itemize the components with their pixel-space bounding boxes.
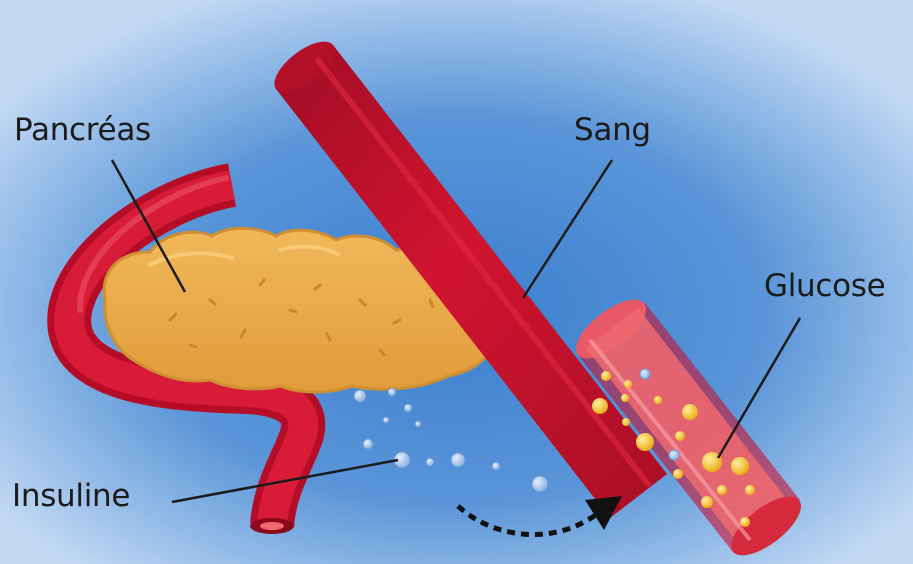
insulin-label: Insuline	[12, 478, 130, 514]
blood-label: Sang	[574, 112, 651, 148]
pancreas-label: Pancréas	[14, 112, 151, 148]
glucose-label: Glucose	[764, 268, 885, 304]
